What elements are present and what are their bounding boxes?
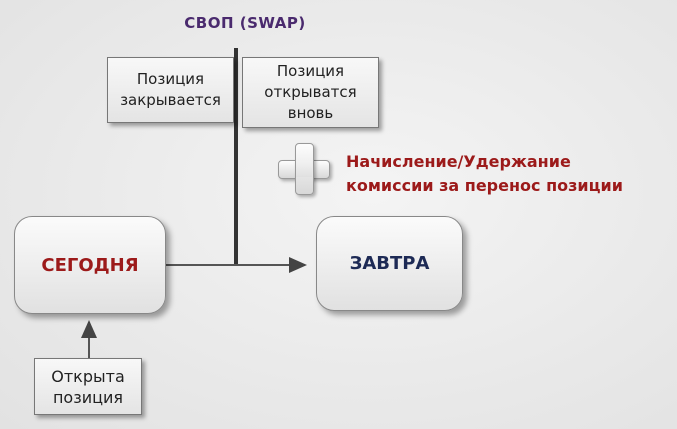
position-closes-box: Позиция закрывается: [107, 57, 234, 123]
position-opened-box: Открыта позиция: [34, 358, 142, 415]
position-reopens-box: Позиция открыватся вновь: [242, 57, 379, 128]
commission-note: Начисление/Удержание комиссии за перенос…: [346, 152, 623, 195]
diagram-title: СВОП (SWAP): [184, 14, 306, 32]
today-box: СЕГОДНЯ: [14, 216, 166, 314]
plus-icon: [278, 143, 330, 195]
tomorrow-box: ЗАВТРА: [316, 216, 463, 311]
